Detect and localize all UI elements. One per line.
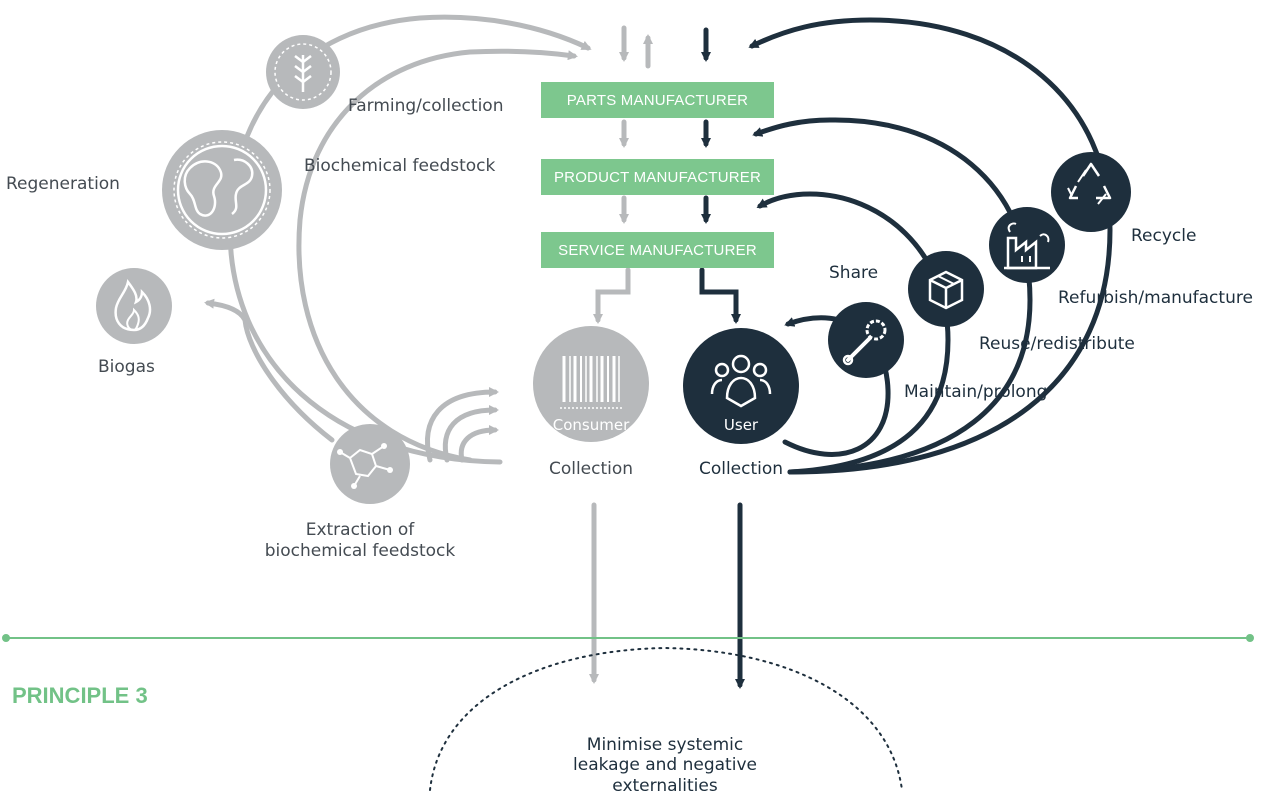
feedstock-label: Biochemical feedstock (304, 156, 496, 176)
user-label: User (723, 416, 759, 434)
globe-icon (162, 130, 282, 250)
share-label: Share (829, 263, 879, 283)
users-icon (710, 354, 772, 408)
consumer-node (533, 326, 649, 442)
regeneration-label: Regeneration (6, 174, 120, 194)
wheat-icon (266, 35, 340, 109)
user-node (683, 328, 799, 444)
parts-manufacturer-box: PARTS MANUFACTURER (541, 82, 774, 118)
principle-title: PRINCIPLE 3 (12, 683, 148, 708)
flame-icon (96, 268, 172, 344)
outcome-text: Minimise systemic leakage and negative e… (535, 735, 795, 796)
extraction-label-line2: biochemical feedstock (264, 541, 456, 561)
maintain-label: Maintain/prolong (904, 382, 1048, 402)
recycle-label: Recycle (1131, 226, 1197, 246)
principle-divider (2, 634, 1254, 642)
extraction-label-line1: Extraction of (305, 520, 415, 540)
consumer-label: Consumer (552, 416, 630, 434)
refurbish-label: Refurbish/manufacture (1058, 288, 1253, 308)
biogas-label: Biogas (98, 357, 155, 377)
farming-label: Farming/collection (348, 96, 504, 116)
factory-icon (989, 207, 1065, 283)
wrench-icon (828, 302, 904, 378)
product-manufacturer-box: PRODUCT MANUFACTURER (541, 159, 774, 195)
outcome-line2: leakage and negative (573, 755, 757, 776)
collection-right-label: Collection (698, 459, 784, 479)
barcode-icon (560, 356, 622, 409)
box-icon (908, 251, 984, 327)
collection-left-label: Collection (548, 459, 634, 479)
leakage-dotted-arc (429, 646, 903, 791)
outcome-line3: externalities (612, 775, 718, 796)
reuse-label: Reuse/redistribute (979, 334, 1135, 354)
recycle-icon (1051, 152, 1131, 232)
outcome-line1: Minimise systemic (586, 735, 744, 755)
service-manufacturer-box: SERVICE MANUFACTURER (541, 232, 774, 268)
molecule-icon (330, 424, 410, 504)
